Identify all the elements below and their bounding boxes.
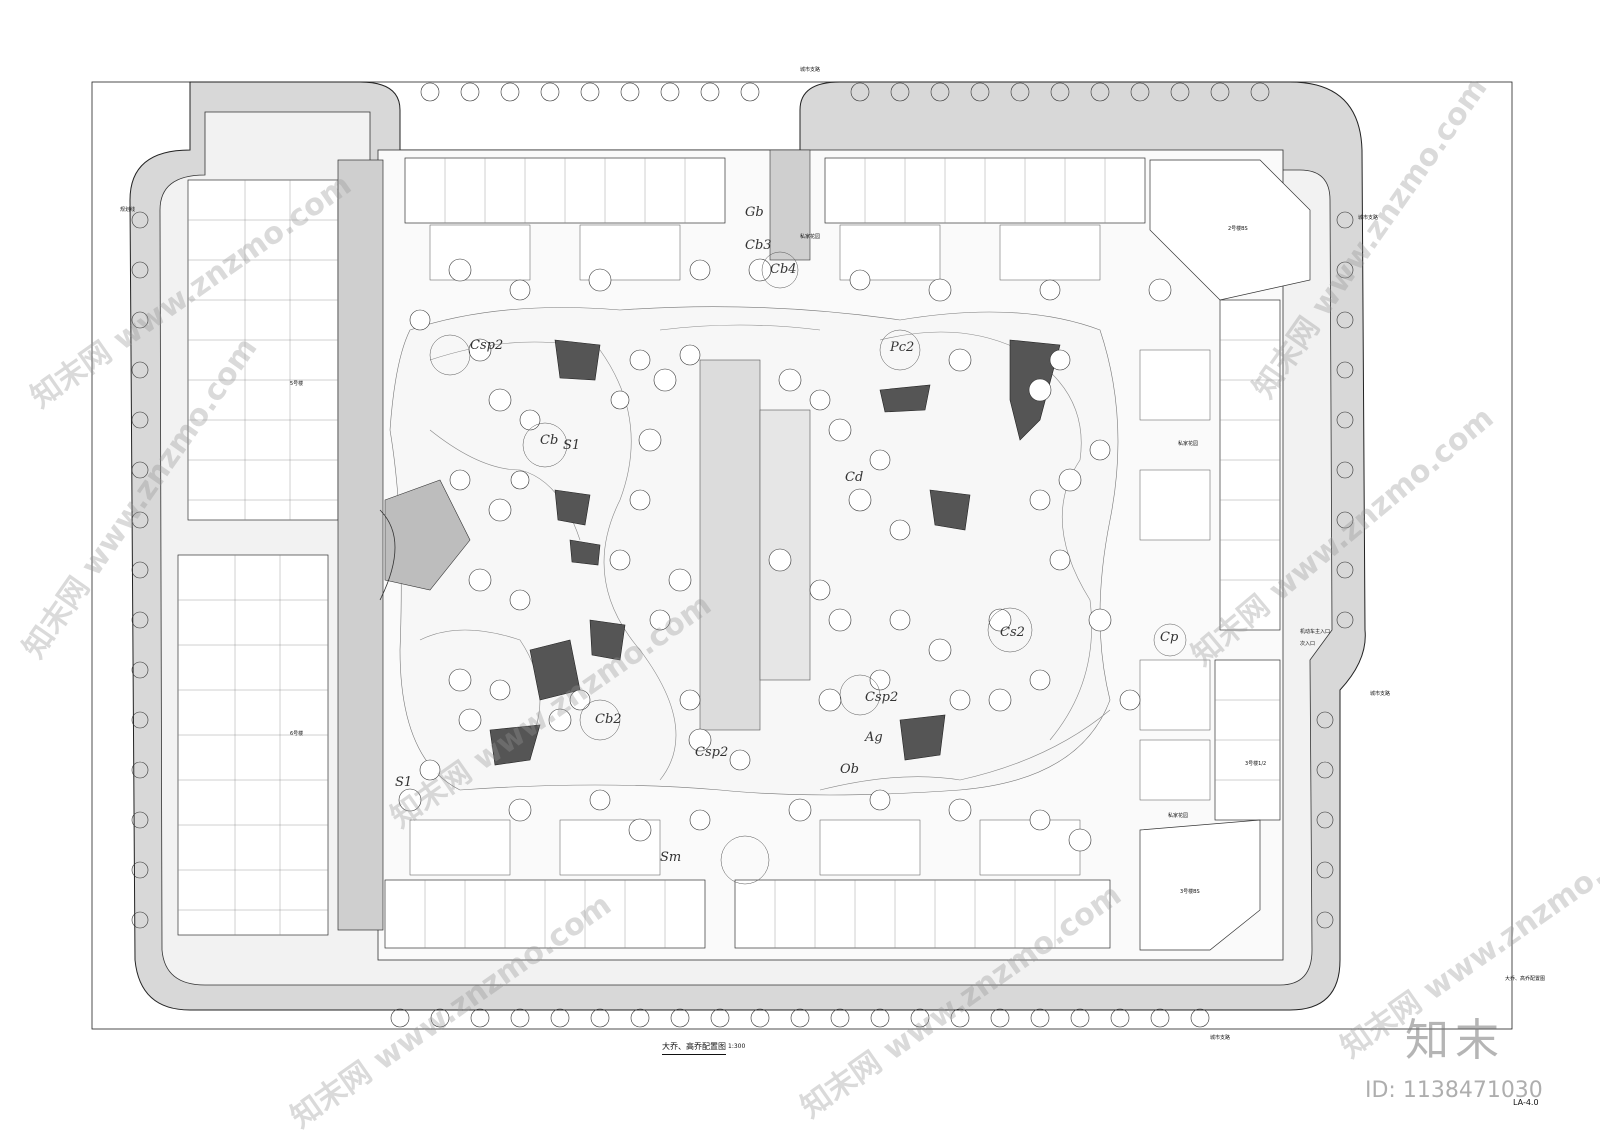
plant-code-label: Ob bbox=[840, 762, 859, 777]
west-note-label: 规划线 bbox=[120, 207, 136, 213]
plant-code-label: Cb4 bbox=[770, 262, 797, 277]
drawing-title: 大乔、高乔配置图 bbox=[662, 1041, 726, 1055]
north-building-grid bbox=[444, 158, 1106, 223]
east-road-label-top: 城市支路 bbox=[1358, 215, 1379, 221]
east-building-grid bbox=[1215, 339, 1280, 781]
plant-code-label: Csp2 bbox=[865, 690, 899, 705]
west-building-grid bbox=[178, 180, 338, 935]
plant-code-label: Sm bbox=[660, 850, 682, 865]
private-garden-label: 私家花园 bbox=[1178, 441, 1199, 447]
drawing-scale: 1:300 bbox=[728, 1043, 746, 1050]
building-label: 3号楼BS bbox=[1180, 889, 1200, 895]
sheet-number: LA-4.0 bbox=[1513, 1098, 1539, 1107]
plant-code-label: Cb3 bbox=[745, 238, 772, 253]
private-garden-label: 私家花园 bbox=[1168, 813, 1189, 819]
plant-code-label: Pc2 bbox=[890, 340, 915, 355]
south-road-label: 城市支路 bbox=[1210, 1035, 1231, 1041]
plant-code-label: Gb bbox=[745, 205, 764, 220]
plant-code-label: Cd bbox=[845, 470, 864, 485]
secondary-entry-label: 次入口 bbox=[1300, 641, 1316, 647]
central-axis-paving bbox=[699, 359, 761, 731]
building-label: 2号楼BS bbox=[1228, 226, 1248, 232]
garden-pavilions bbox=[489, 339, 1061, 766]
south-building-grid bbox=[424, 880, 1056, 948]
garden-trees bbox=[398, 258, 1172, 852]
plant-code-label: S1 bbox=[395, 775, 413, 790]
main-entry-label: 机动车主入口 bbox=[1300, 629, 1331, 635]
plant-code-label: Csp2 bbox=[470, 338, 504, 353]
canopy-outlines bbox=[429, 251, 1187, 885]
watermark-logo: 知末 bbox=[1405, 1015, 1505, 1066]
perimeter-trees bbox=[131, 82, 1354, 1028]
plant-code-label: S1 bbox=[563, 438, 581, 453]
central-axis-paving-2 bbox=[759, 409, 811, 681]
building-label: 5号楼 bbox=[290, 381, 304, 387]
north-road-label: 城市支路 bbox=[800, 67, 821, 73]
drawing-frame bbox=[91, 81, 1513, 1030]
west-entry-plaza bbox=[384, 479, 471, 591]
plant-code-label: Csp2 bbox=[695, 745, 729, 760]
south-buildings bbox=[384, 879, 1111, 949]
plant-code-label: Cb bbox=[540, 433, 559, 448]
private-garden-label: 私家花园 bbox=[800, 234, 821, 240]
building-label: 6号楼 bbox=[290, 731, 304, 737]
plant-code-label: Cb2 bbox=[595, 712, 622, 727]
plant-code-label: Ag bbox=[865, 730, 883, 745]
east-road-label-mid: 城市支路 bbox=[1370, 691, 1391, 697]
plant-code-label: Cs2 bbox=[1000, 625, 1025, 640]
plant-code-label: Cp bbox=[1160, 630, 1179, 645]
west-buildings bbox=[177, 159, 384, 936]
north-entrance bbox=[769, 149, 811, 261]
east-buildings bbox=[1139, 159, 1311, 951]
corner-note: 大乔、高乔配置图 bbox=[1505, 976, 1546, 982]
west-entry-plaza-fan bbox=[379, 509, 396, 601]
building-label: 3号楼1/2 bbox=[1245, 761, 1267, 767]
watermark-id: ID: 1138471030 bbox=[1365, 1078, 1543, 1103]
